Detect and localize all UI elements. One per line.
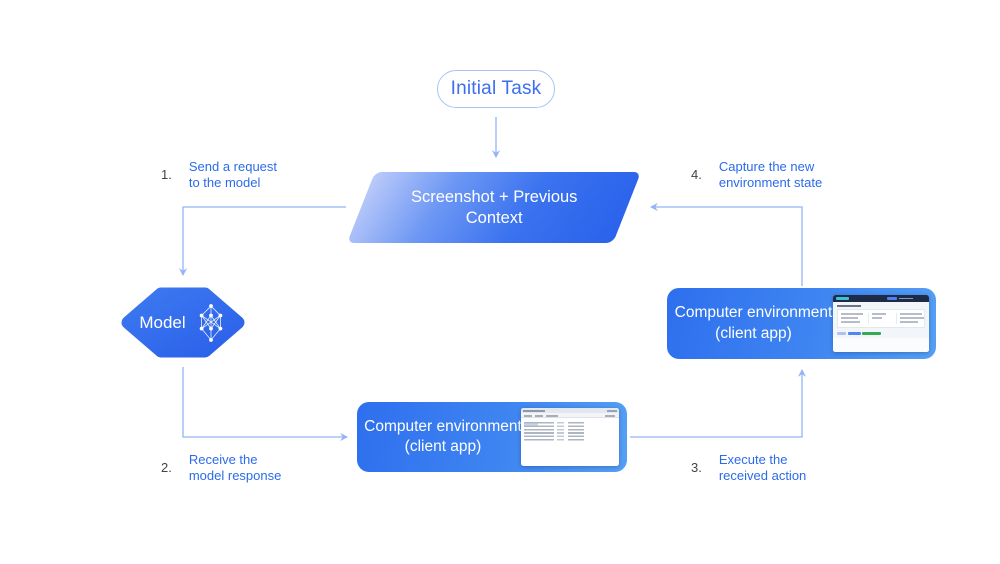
step-4-label: 4. Capture the new environment state	[691, 159, 822, 191]
step-text: Execute the received action	[718, 452, 807, 483]
table-column-right	[568, 422, 584, 442]
env-bottom-label: Computer environment (client app)	[364, 417, 522, 455]
model-label: Model	[139, 312, 186, 332]
window-toolbar	[521, 413, 619, 418]
web-page-lower-area	[833, 338, 929, 352]
step-3-label: 3. Execute the received action	[691, 452, 806, 484]
screenshot-context-node: Screenshot + Previous Context	[347, 172, 641, 243]
step-number: 3.	[691, 460, 702, 476]
table-column-middle	[557, 422, 564, 442]
window-title-text	[523, 409, 545, 412]
web-progress-green	[862, 332, 881, 336]
table-column-left	[524, 422, 554, 442]
connector-model-to-env-bottom	[182, 367, 348, 442]
env-right-label: Computer environment (client app)	[674, 304, 833, 342]
screenshot-context-label: Screenshot + Previous Context	[410, 187, 578, 227]
window-titlebar	[521, 408, 619, 413]
step-text: Send a request to the model	[188, 159, 278, 190]
connector-env-bottom-to-env-right	[630, 369, 807, 438]
web-navbar-links	[899, 297, 913, 300]
web-status-chip	[837, 332, 846, 336]
computer-environment-right-node: Computer environment (client app)	[667, 288, 936, 359]
web-info-card	[837, 309, 925, 328]
web-app-screenshot-thumbnail	[833, 295, 929, 352]
web-navbar	[833, 295, 929, 302]
initial-task-node: Initial Task	[437, 70, 555, 108]
step-text: Capture the new environment state	[718, 159, 823, 190]
step-text: Receive the model response	[188, 452, 282, 483]
initial-task-label: Initial Task	[450, 78, 542, 99]
desktop-app-screenshot-thumbnail	[521, 408, 619, 466]
model-node: Model	[120, 287, 246, 358]
window-controls	[607, 409, 617, 412]
neural-network-icon	[199, 303, 222, 342]
connector-env-right-to-context	[650, 202, 803, 286]
web-logo	[836, 297, 849, 300]
step-number: 1.	[161, 167, 172, 183]
step-1-label: 1. Send a request to the model	[161, 159, 277, 191]
web-navbar-button	[887, 297, 897, 300]
step-number: 4.	[691, 167, 702, 183]
computer-environment-bottom-node: Computer environment (client app)	[357, 402, 627, 472]
web-page-title	[837, 305, 861, 307]
step-number: 2.	[161, 460, 172, 476]
connector-context-to-model	[178, 206, 346, 276]
step-2-label: 2. Receive the model response	[161, 452, 281, 484]
web-progress-blue	[848, 332, 861, 336]
